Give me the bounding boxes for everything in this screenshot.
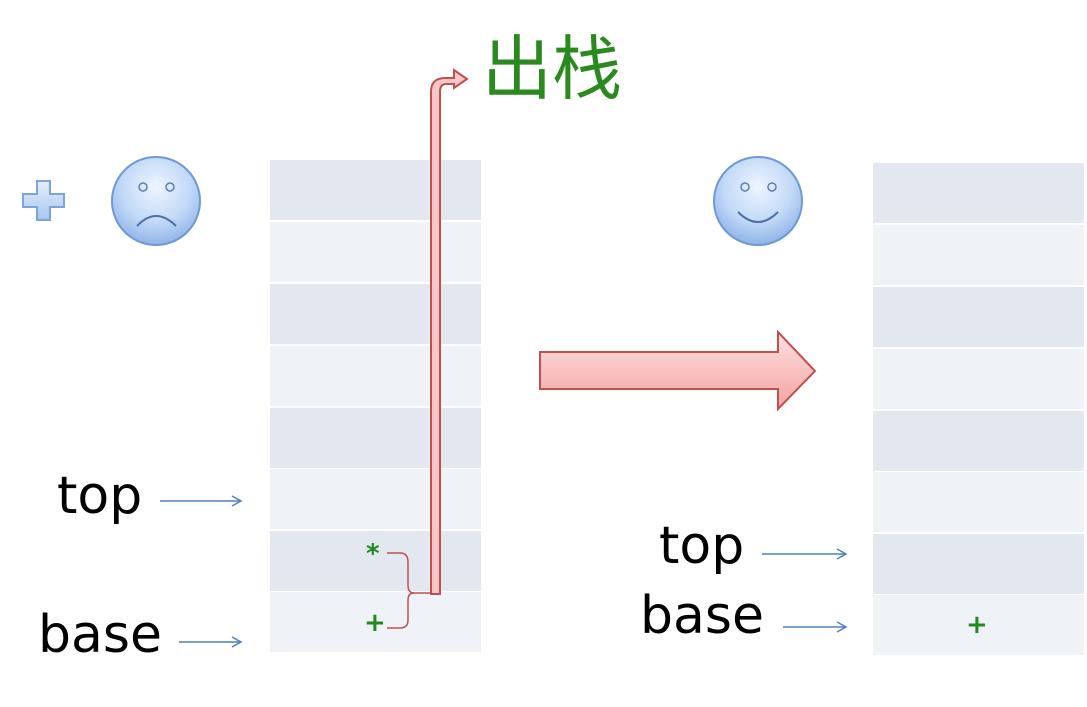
plus-icon xyxy=(22,180,65,221)
left-stack-cell xyxy=(270,531,481,591)
right-stack-cell xyxy=(873,595,1084,655)
left-stack-cell xyxy=(270,408,481,468)
left-bottom-item: + xyxy=(364,608,386,638)
right-top-label: top xyxy=(659,516,745,576)
left-base-label: base xyxy=(38,605,162,665)
left-stack-cell xyxy=(270,284,481,344)
left-base-pointer xyxy=(179,636,243,648)
left-stack-cell xyxy=(270,592,481,652)
left-stack-cell xyxy=(270,346,481,406)
left-stack xyxy=(270,160,481,652)
right-stack-cell xyxy=(873,225,1084,285)
pop-arrow xyxy=(430,68,469,595)
right-top-pointer xyxy=(762,548,848,560)
left-pushed-item: * xyxy=(366,539,380,569)
right-stack xyxy=(873,163,1084,655)
right-stack-cell xyxy=(873,349,1084,409)
right-stack-cell xyxy=(873,163,1084,223)
left-stack-cell xyxy=(270,469,481,529)
happy-face-icon xyxy=(713,156,803,246)
right-base-label: base xyxy=(640,586,764,646)
left-top-pointer xyxy=(160,495,243,507)
right-stack-cell xyxy=(873,411,1084,471)
right-base-pointer xyxy=(783,621,848,633)
right-stack-cell xyxy=(873,534,1084,594)
left-stack-cell xyxy=(270,222,481,282)
right-stack-cell xyxy=(873,472,1084,532)
left-stack-cell xyxy=(270,160,481,220)
sad-face-icon xyxy=(111,156,201,246)
pop-label: 出栈 xyxy=(482,28,622,110)
left-top-label: top xyxy=(57,466,143,526)
item-brace xyxy=(387,552,431,629)
right-stack-cell xyxy=(873,287,1084,347)
right-bottom-item: + xyxy=(966,610,988,640)
transition-arrow xyxy=(539,329,817,412)
